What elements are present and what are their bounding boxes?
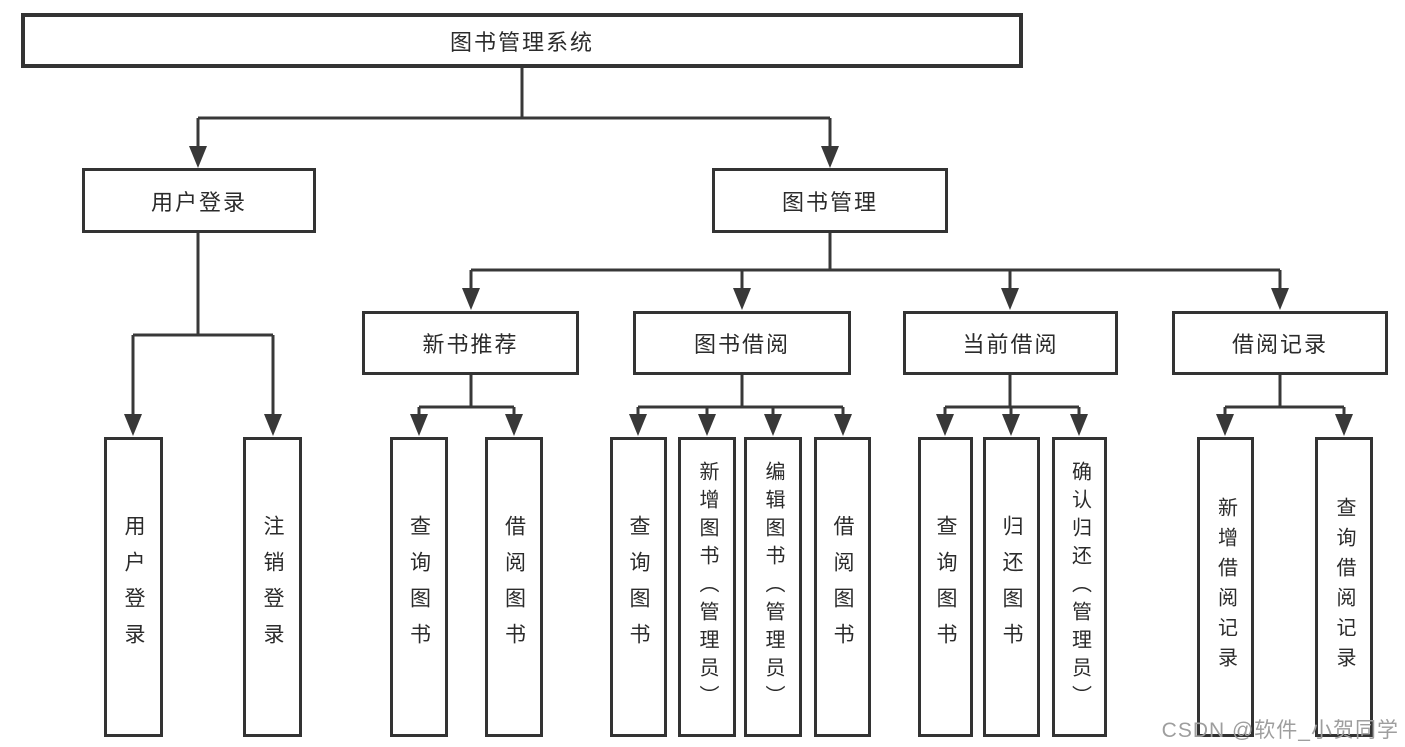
leaf-label: 用户登录 (122, 515, 145, 659)
leaf-label: 查询图书 (407, 515, 431, 659)
leaf-user-login: 用户登录 (104, 437, 163, 737)
node-label: 新书推荐 (422, 332, 519, 357)
node-book-management: 图书管理 (712, 168, 948, 233)
node-root-library-system: 图书管理系统 (21, 13, 1023, 68)
leaf-add-books-admin: 新增图书（管理员） (678, 437, 736, 737)
node-label: 借阅记录 (1231, 332, 1328, 357)
csdn-watermark: CSDN @软件_小贺同学 (1161, 719, 1399, 742)
arrowhead-icons (124, 146, 1353, 436)
node-label: 图书借阅 (693, 332, 790, 357)
leaf-label: 新增图书（管理员） (696, 461, 718, 713)
leaf-borrow-books: 借阅图书 (814, 437, 871, 737)
leaf-borrow-query-books: 查询图书 (610, 437, 667, 737)
leaf-current-query-books: 查询图书 (918, 437, 973, 737)
leaf-recommend-query-books: 查询图书 (390, 437, 448, 737)
leaf-query-borrow-record: 查询借阅记录 (1315, 437, 1373, 737)
leaf-label: 查询图书 (934, 515, 957, 659)
leaf-label: 查询图书 (627, 515, 650, 659)
leaf-label: 查询借阅记录 (1333, 497, 1355, 677)
leaf-label: 注销登录 (261, 515, 284, 659)
leaf-label: 确认归还（管理员） (1068, 461, 1091, 713)
node-current-borrowing: 当前借阅 (903, 311, 1118, 375)
node-user-login: 用户登录 (82, 168, 316, 233)
node-label: 图书管理 (781, 189, 878, 215)
leaf-edit-books-admin: 编辑图书（管理员） (744, 437, 802, 737)
leaf-label: 归还图书 (1000, 515, 1023, 659)
node-label: 图书管理系统 (449, 29, 594, 55)
leaf-recommend-borrow-books: 借阅图书 (485, 437, 543, 737)
leaf-label: 新增借阅记录 (1214, 497, 1237, 677)
leaf-return-books: 归还图书 (983, 437, 1040, 737)
node-label: 当前借阅 (962, 332, 1059, 357)
leaf-label: 借阅图书 (831, 515, 854, 659)
node-borrowing-records: 借阅记录 (1172, 311, 1388, 375)
node-book-borrowing: 图书借阅 (633, 311, 851, 375)
leaf-logout-login: 注销登录 (243, 437, 302, 737)
leaf-confirm-return-admin: 确认归还（管理员） (1052, 437, 1107, 737)
leaf-label: 编辑图书（管理员） (762, 461, 784, 713)
leaf-add-borrow-record: 新增借阅记录 (1197, 437, 1254, 737)
node-label: 用户登录 (150, 189, 247, 215)
node-new-book-recommendation: 新书推荐 (362, 311, 579, 375)
leaf-label: 借阅图书 (502, 515, 526, 659)
